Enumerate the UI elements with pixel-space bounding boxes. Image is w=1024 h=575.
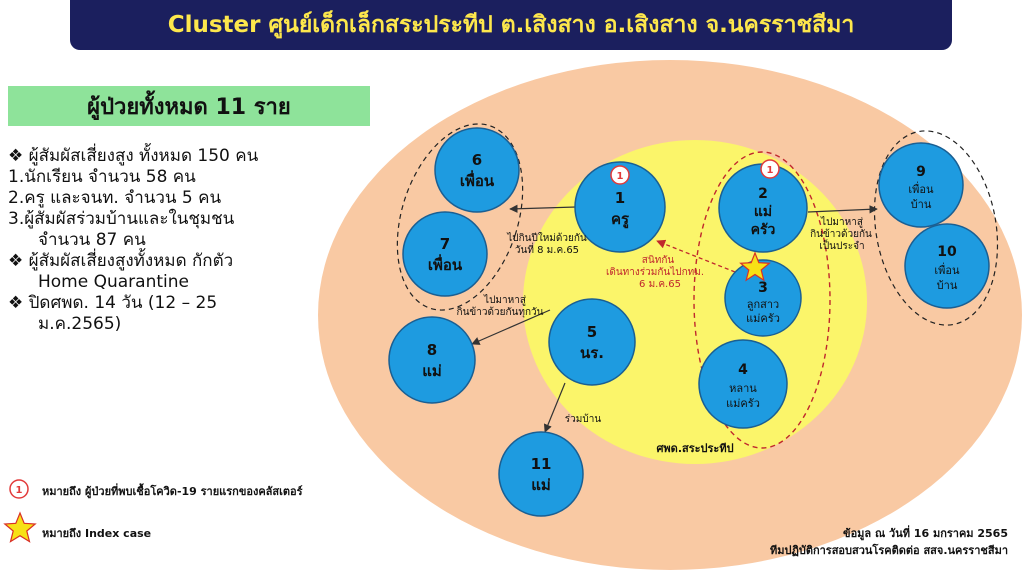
case-node-9: 9 เพื่อน บ้าน xyxy=(878,142,964,228)
footer-date: ข้อมูล ณ วันที่ 16 มกราคม 2565 xyxy=(843,527,1008,540)
legend-index-case-text: หมายถึง Index case xyxy=(42,527,152,540)
edge-3-1-label-1: สนิทกัน xyxy=(642,255,675,266)
case-11-number: 11 xyxy=(531,455,552,473)
edge-2-9-label-2: กินข้าวด้วยกัน xyxy=(810,228,872,240)
case-node-8: 8 แม่ xyxy=(388,316,476,404)
total-patients-box: ผู้ป่วยทั้งหมด 11 ราย xyxy=(8,86,370,126)
info-line-teachers: 2.ครู และจนท. จำนวน 5 คน xyxy=(8,188,222,208)
case-2-label-2: ครัว xyxy=(751,222,776,238)
case-node-10: 10 เพื่อน บ้าน xyxy=(904,223,990,309)
case-8-number: 8 xyxy=(427,341,437,359)
edge-3-1-label-3: 6 ม.ค.65 xyxy=(639,279,681,290)
case-7-label: เพื่อน xyxy=(428,254,463,274)
first-case-marker-node-2: 1 xyxy=(760,159,780,179)
case-node-5: 5 นร. xyxy=(548,298,636,386)
case-10-label-1: เพื่อน xyxy=(934,262,960,277)
edge-1-6-label-2: วันที่ 8 ม.ค.65 xyxy=(515,242,579,256)
case-3-number: 3 xyxy=(758,280,768,296)
data-source-footer: ข้อมูล ณ วันที่ 16 มกราคม 2565 ทีมปฏิบัต… xyxy=(770,525,1008,559)
info-line-contacts: ❖ ผู้สัมผัสเสี่ยงสูง ทั้งหมด 150 คน xyxy=(8,146,259,166)
page-title: Cluster ศูนย์เด็กเล็กสระประทีป ต.เสิงสาง… xyxy=(70,0,952,50)
case-3-label-1: ลูกสาว xyxy=(747,298,779,311)
case-10-label-2: บ้าน xyxy=(937,279,958,292)
case-9-label-2: บ้าน xyxy=(911,198,932,211)
edge-5-to-11 xyxy=(543,382,566,433)
case-4-label-1: หลาน xyxy=(729,382,757,395)
first-case-marker-1-text: 1 xyxy=(617,171,624,182)
footer-team: ทีมปฏิบัติการสอบสวนโรคติดต่อ สสจ.นครราชส… xyxy=(769,544,1008,557)
case-node-3: 3 ลูกสาว แม่ครัว xyxy=(724,259,802,337)
legend-first-case-number: 1 xyxy=(16,485,23,496)
edge-2-9-label-3: เป็นประจำ xyxy=(819,238,864,252)
edge-2-9-label-1: ไปมาหาสู่ xyxy=(820,216,863,228)
first-case-marker-node-1: 1 xyxy=(610,165,630,185)
case-8-label: แม่ xyxy=(422,362,442,380)
case-7-number: 7 xyxy=(440,235,450,253)
info-line-closure-dates: ม.ค.2565) xyxy=(38,314,122,334)
edge-5-8-label-2: กินข้าวด้วยกันทุกวัน xyxy=(457,306,544,318)
case-5-number: 5 xyxy=(587,323,597,341)
case-4-label-2: แม่ครัว xyxy=(726,397,760,410)
case-1-number: 1 xyxy=(615,189,625,207)
case-11-label: แม่ xyxy=(531,476,551,494)
index-case-star-icon xyxy=(739,251,771,282)
group-friends-9-10 xyxy=(873,130,999,326)
info-line-community: 3.ผู้สัมผัสร่วมบ้านและในชุมชน xyxy=(8,209,235,229)
info-line-community-count: จำนวน 87 คน xyxy=(38,230,146,250)
case-3-label-2: แม่ครัว xyxy=(746,312,780,325)
edge-5-11-label: ร่วมบ้าน xyxy=(565,413,602,425)
legend-index-case-star-icon xyxy=(3,511,37,543)
info-line-closure: ❖ ปิดศพด. 14 วัน (12 – 25 xyxy=(8,293,218,313)
case-10-number: 10 xyxy=(937,244,957,260)
info-line-students: 1.นักเรียน จำนวน 58 คน xyxy=(8,167,196,187)
edge-5-to-8 xyxy=(471,309,551,345)
case-5-label: นร. xyxy=(580,344,604,362)
case-6-number: 6 xyxy=(472,151,482,169)
case-9-number: 9 xyxy=(916,164,926,180)
school-label: ศพด.สระประทีป xyxy=(656,442,733,455)
info-line-home-quarantine: Home Quarantine xyxy=(38,272,189,292)
case-node-11: 11 แม่ xyxy=(498,431,584,517)
edge-5-8-label-1: ไปมาหาสู่ xyxy=(483,294,526,306)
case-1-label: ครู xyxy=(611,210,630,229)
case-node-6: 6 เพื่อน xyxy=(434,127,520,213)
edge-3-1-label-2: เดินทางร่วมกันไปกทม. xyxy=(606,266,704,278)
case-2-number: 2 xyxy=(758,186,768,202)
case-4-number: 4 xyxy=(738,362,748,378)
legend-first-case-text: หมายถึง ผู้ป่วยที่พบเชื้อโควิด-19 รายแรก… xyxy=(42,485,303,498)
case-node-1: 1 ครู xyxy=(574,161,666,253)
case-node-2: 2 แม่ ครัว xyxy=(718,163,808,253)
edge-2-to-9 xyxy=(807,205,878,214)
group-friends-6-7 xyxy=(396,123,524,311)
legend-first-case-icon: 1 xyxy=(9,479,29,499)
info-line-quarantine: ❖ ผู้สัมผัสเสี่ยงสูงทั้งหมด กักตัว xyxy=(8,251,234,271)
case-9-label-1: เพื่อน xyxy=(908,181,934,196)
case-6-label: เพื่อน xyxy=(460,170,495,190)
case-2-label-1: แม่ xyxy=(754,204,772,220)
info-panel: ❖ ผู้สัมผัสเสี่ยงสูง ทั้งหมด 150 คน 1.นั… xyxy=(8,146,333,335)
edge-1-to-6 xyxy=(509,204,577,213)
case-node-4: 4 หลาน แม่ครัว xyxy=(698,339,788,429)
edge-1-6-label-1: ไปกินปีใหม่ด้วยกัน xyxy=(506,232,587,244)
group-kitchen-family xyxy=(693,151,831,449)
first-case-marker-2-text: 1 xyxy=(767,165,774,176)
case-node-7: 7 เพื่อน xyxy=(402,211,488,297)
